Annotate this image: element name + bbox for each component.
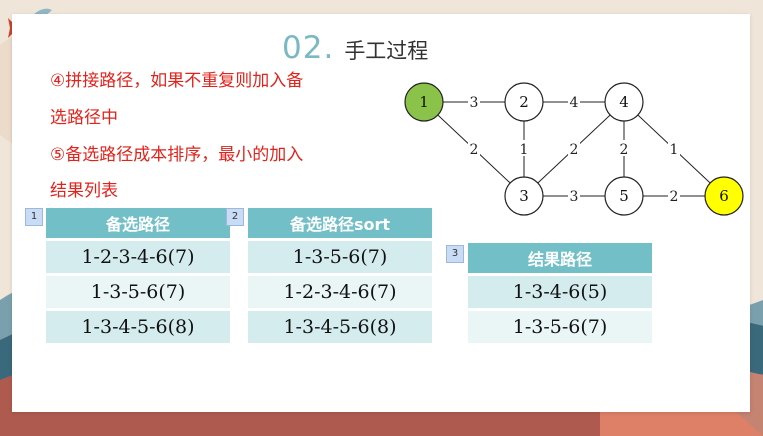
table-1-tag: 1 [25, 208, 43, 226]
edge-label-background [568, 140, 580, 156]
edge-weight-label: 1 [520, 142, 529, 158]
edge-weight-label: 2 [620, 142, 629, 158]
table-cell: 1-3-4-6(5) [468, 276, 652, 308]
edge-label-background [468, 140, 480, 156]
edge-weight-label: 4 [570, 95, 579, 111]
table-2-tag: 2 [226, 208, 244, 226]
title-text: 手工过程 [344, 39, 429, 63]
step5-text-line2: 结果列表 [50, 181, 118, 201]
edge-label-background [668, 187, 680, 203]
edge-label-background [568, 93, 580, 109]
edge-label-background [668, 140, 680, 156]
edge-weight-label: 2 [470, 142, 479, 158]
graph-node-label: 4 [619, 93, 629, 111]
edge-label-background [468, 93, 480, 109]
table-cell: 1-3-4-5-6(8) [46, 311, 230, 343]
graph-node-2 [504, 82, 544, 122]
title-number: 02. [282, 30, 335, 66]
candidate-paths-table: 备选路径 1-2-3-4-6(7) 1-3-5-6(7) 1-3-4-5-6(8… [46, 205, 230, 346]
edge-weight-label: 3 [570, 189, 579, 205]
table-cell: 1-3-5-6(7) [248, 241, 432, 273]
graph-node-5 [604, 176, 644, 216]
graph-node-1 [404, 82, 444, 122]
step4-text-line1: ④拼接路径，如果不重复则加入备 [50, 71, 304, 91]
table-cell: 1-2-3-4-6(7) [46, 241, 230, 273]
graph-node-3 [504, 176, 544, 216]
edge-weight-label: 2 [670, 189, 679, 205]
table-cell: 1-3-4-5-6(8) [248, 311, 432, 343]
table-header: 备选路径 [46, 208, 230, 238]
edge-label-background [518, 140, 530, 156]
edge-label-background [618, 140, 630, 156]
edge-label-background [568, 187, 580, 203]
graph-node-label: 3 [519, 187, 529, 205]
table-cell: 1-3-5-6(7) [468, 311, 652, 343]
edge-weight-label: 1 [670, 142, 679, 158]
table-3-tag: 3 [446, 245, 464, 263]
result-paths-table: 结果路径 1-3-4-6(5) 1-3-5-6(7) [468, 240, 652, 346]
edge-weight-label: 3 [470, 95, 479, 111]
slide-title: 02. 手工过程 [282, 30, 428, 66]
table-header: 备选路径sort [248, 208, 432, 238]
table-cell: 1-2-3-4-6(7) [248, 276, 432, 308]
graph-diagram: 3 4 2 1 2 2 1 3 2 1 2 4 3 5 6 [404, 82, 744, 216]
sorted-paths-table: 备选路径sort 1-3-5-6(7) 1-2-3-4-6(7) 1-3-4-5… [248, 205, 432, 346]
table-cell: 1-3-5-6(7) [46, 276, 230, 308]
graph-node-4 [604, 82, 644, 122]
edge-weight-label: 2 [570, 142, 579, 158]
graph-node-label: 5 [619, 187, 629, 205]
graph-node-label: 2 [519, 93, 529, 111]
graph-node-label: 6 [719, 187, 729, 205]
step4-text-line2: 选路径中 [50, 108, 118, 128]
graph-node-label: 1 [419, 93, 429, 111]
table-header: 结果路径 [468, 243, 652, 273]
graph-node-6 [704, 176, 744, 216]
step5-text-line1: ⑤备选路径成本排序，最小的加入 [50, 145, 304, 165]
